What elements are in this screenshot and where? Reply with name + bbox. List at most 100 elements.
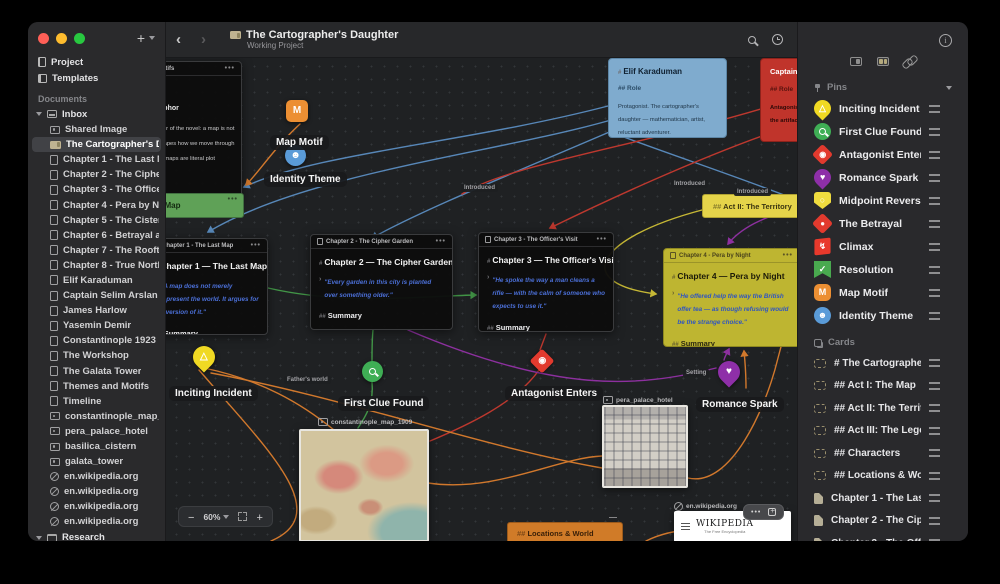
sidebar-doc-item[interactable]: Chapter 6 - Betrayal at t… bbox=[28, 228, 165, 243]
chevron-down-icon[interactable] bbox=[36, 112, 42, 116]
drag-handle-icon[interactable] bbox=[929, 381, 940, 390]
forward-button[interactable]: › bbox=[201, 31, 206, 48]
sidebar-doc-item[interactable]: Chapter 5 - The Cistern bbox=[28, 213, 165, 228]
card-menu-icon[interactable] bbox=[225, 65, 235, 72]
sidebar-doc-item[interactable]: The Workshop bbox=[28, 348, 165, 363]
chapter3-card[interactable]: Chapter 3 - The Officer's Visit #Chapter… bbox=[478, 232, 614, 332]
pin-list-item[interactable]: ○ Midpoint Reversal bbox=[798, 189, 968, 212]
sidebar-item-research[interactable]: Research bbox=[28, 530, 165, 541]
card-list-item[interactable]: ## Act I: The Map bbox=[798, 375, 968, 398]
pin-list-item[interactable]: First Clue Found bbox=[798, 120, 968, 143]
history-icon[interactable] bbox=[772, 34, 783, 45]
act2-card[interactable]: ## Act II: The Territory bbox=[702, 194, 797, 218]
drag-handle-icon[interactable] bbox=[929, 516, 940, 525]
pin-label-romance[interactable]: Romance Spark bbox=[696, 397, 784, 412]
more-options-icon[interactable] bbox=[751, 509, 761, 516]
card-menu-icon[interactable] bbox=[251, 242, 261, 249]
locations-card[interactable]: ## Locations & World bbox=[507, 522, 623, 541]
sidebar-doc-item[interactable]: Themes and Motifs bbox=[28, 379, 165, 394]
canvas[interactable]: Themes and Motifs #Motifs ##Map as Metap… bbox=[166, 58, 797, 541]
constantinople-map-image[interactable] bbox=[299, 429, 429, 541]
card-list-item[interactable]: ## Locations & World bbox=[798, 465, 968, 488]
sidebar-doc-item[interactable]: Chapter 4 - Pera by Night bbox=[28, 197, 165, 212]
pera-palace-image[interactable] bbox=[602, 405, 688, 488]
pin-list-item[interactable]: ● The Betrayal bbox=[798, 212, 968, 235]
card-list-item[interactable]: ## Act III: The Legend bbox=[798, 420, 968, 443]
pin-label-first-clue[interactable]: First Clue Found bbox=[338, 396, 430, 411]
sidebar-doc-item[interactable]: Shared Image bbox=[28, 122, 165, 137]
sidebar-doc-item[interactable]: James Harlow bbox=[28, 303, 165, 318]
card-list-item[interactable]: Chapter 2 - The Cipher Gard… bbox=[798, 510, 968, 533]
zoom-in-button[interactable] bbox=[256, 508, 262, 526]
board-view-icon[interactable] bbox=[876, 57, 889, 66]
drag-handle-icon[interactable] bbox=[929, 242, 940, 251]
sidebar-doc-item[interactable]: Captain Selim Arslan bbox=[28, 288, 165, 303]
sidebar-doc-item[interactable]: Chapter 7 - The Rooftop… bbox=[28, 243, 165, 258]
drag-handle-icon[interactable] bbox=[929, 471, 940, 480]
note-card-elif[interactable]: #Elif Karaduman ## Role Protagonist. The… bbox=[608, 58, 727, 138]
sidebar-doc-item[interactable]: Elif Karaduman bbox=[28, 273, 165, 288]
cards-section-header[interactable]: Cards bbox=[798, 333, 968, 352]
view-mode-icon[interactable] bbox=[849, 57, 862, 66]
card-list-item[interactable]: ## Characters bbox=[798, 442, 968, 465]
drag-handle-icon[interactable] bbox=[929, 127, 940, 136]
zoom-level-select[interactable]: 60% bbox=[203, 512, 230, 522]
drag-handle-icon[interactable] bbox=[929, 449, 940, 458]
sidebar-doc-item[interactable]: en.wikipedia.org bbox=[28, 514, 165, 529]
pin-list-item[interactable]: △ Inciting Incident bbox=[798, 96, 968, 121]
sidebar-doc-item[interactable]: Timeline bbox=[28, 394, 165, 409]
drag-handle-icon[interactable] bbox=[929, 196, 940, 205]
drag-handle-icon[interactable] bbox=[929, 494, 940, 503]
sidebar-doc-item[interactable]: en.wikipedia.org bbox=[28, 469, 165, 484]
chapter1-card[interactable]: Chapter 1 - The Last Map #Chapter 1 — Th… bbox=[166, 238, 268, 335]
pin-label-antagonist[interactable]: Antagonist Enters bbox=[505, 386, 604, 401]
sidebar-doc-item[interactable]: Chapter 3 - The Officer'… bbox=[28, 182, 165, 197]
drag-handle-icon[interactable] bbox=[929, 539, 940, 541]
act1-card[interactable]: ## Act I: The Map bbox=[166, 193, 244, 218]
sidebar-doc-item[interactable]: en.wikipedia.org bbox=[28, 499, 165, 514]
card-menu-icon[interactable] bbox=[436, 238, 446, 245]
zoom-out-button[interactable] bbox=[188, 508, 194, 526]
drag-handle-icon[interactable] bbox=[929, 311, 940, 320]
card-menu-icon[interactable] bbox=[597, 236, 607, 243]
fit-to-screen-button[interactable] bbox=[238, 512, 248, 521]
chevron-down-icon[interactable] bbox=[36, 535, 42, 540]
new-document-button[interactable]: + bbox=[137, 31, 155, 45]
pin-list-item[interactable]: M Map Motif bbox=[798, 281, 968, 304]
sidebar-doc-item[interactable]: The Galata Tower bbox=[28, 364, 165, 379]
drag-handle-icon[interactable] bbox=[929, 104, 940, 113]
pin-label-identity-theme[interactable]: Identity Theme bbox=[264, 172, 347, 187]
chapter2-card[interactable]: Chapter 2 - The Cipher Garden #Chapter 2… bbox=[310, 234, 453, 330]
minimize-window-button[interactable] bbox=[56, 32, 67, 44]
identity-theme-pin[interactable]: ☻ bbox=[285, 145, 306, 166]
chapter4-card[interactable]: Chapter 4 - Pera by Night #Chapter 4 — P… bbox=[663, 248, 797, 347]
sidebar-doc-item[interactable]: Yasemin Demir bbox=[28, 318, 165, 333]
sidebar-item-templates[interactable]: Templates bbox=[28, 70, 165, 86]
link-icon[interactable] bbox=[904, 55, 917, 68]
pin-list-item[interactable]: ☻ Identity Theme bbox=[798, 304, 968, 327]
close-window-button[interactable] bbox=[38, 32, 49, 44]
card-list-item[interactable]: Chapter 1 - The Last Map bbox=[798, 487, 968, 510]
chevron-down-icon[interactable] bbox=[946, 85, 952, 90]
sidebar-doc-item[interactable]: Constantinople 1923 bbox=[28, 333, 165, 348]
note-card-captain[interactable]: Captain Selim Arslan ## Role Antagonist.… bbox=[760, 58, 797, 142]
sidebar-doc-item[interactable]: Chapter 8 - True North bbox=[28, 258, 165, 273]
drag-handle-icon[interactable] bbox=[929, 288, 940, 297]
drag-handle-icon[interactable] bbox=[929, 404, 940, 413]
expand-icon[interactable] bbox=[768, 507, 777, 516]
drag-handle-icon[interactable] bbox=[929, 219, 940, 228]
pin-list-item[interactable]: ✓ Resolution bbox=[798, 258, 968, 281]
sidebar-doc-item[interactable]: Chapter 2 - The Cipher… bbox=[28, 167, 165, 182]
drag-handle-icon[interactable] bbox=[929, 359, 940, 368]
sidebar-item-inbox[interactable]: Inbox bbox=[28, 106, 165, 122]
sidebar-doc-item[interactable]: galata_tower bbox=[28, 454, 165, 469]
sidebar-item-project[interactable]: Project bbox=[28, 54, 165, 70]
pin-label-inciting-incident[interactable]: Inciting Incident bbox=[169, 386, 258, 401]
card-list-item[interactable]: Chapter 3 - The Officer's Visit bbox=[798, 532, 968, 541]
card-list-item[interactable]: ## Act II: The Territory bbox=[798, 397, 968, 420]
search-icon[interactable] bbox=[748, 35, 756, 44]
pin-list-item[interactable]: ♥ Romance Spark bbox=[798, 165, 968, 190]
back-button[interactable]: ‹ bbox=[176, 31, 181, 48]
pins-section-header[interactable]: Pins bbox=[798, 78, 968, 97]
card-list-item[interactable]: # The Cartographer's Daught… bbox=[798, 352, 968, 375]
